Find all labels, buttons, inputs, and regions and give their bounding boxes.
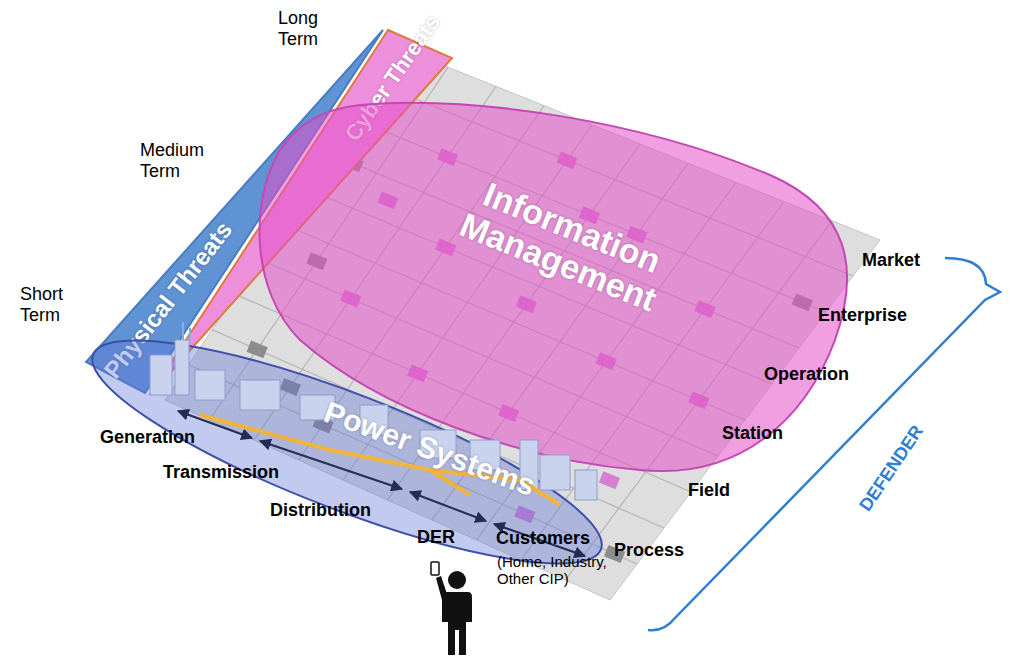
bracket-label: DEFENDER [856,421,929,515]
domain-label: Generation [100,427,195,448]
zone-label: Market [862,250,920,271]
time-label: Short Term [20,284,80,325]
domain-label: DER [417,527,455,548]
city-illustration [150,322,597,505]
zone-label: Operation [764,364,849,385]
zone-label: Station [722,423,783,444]
person-icon [431,562,472,655]
domain-label: Customers [496,528,590,549]
time-label: Long Term [278,8,338,49]
zone-label: Field [688,480,730,501]
domain-label: Distribution [270,500,371,521]
zone-label: Process [614,540,684,561]
time-label: Medium Term [140,140,220,181]
domain-label: (Home, Industry, Other CIP) [497,553,647,588]
domain-label: Transmission [163,462,279,483]
zone-label: Enterprise [818,305,907,326]
